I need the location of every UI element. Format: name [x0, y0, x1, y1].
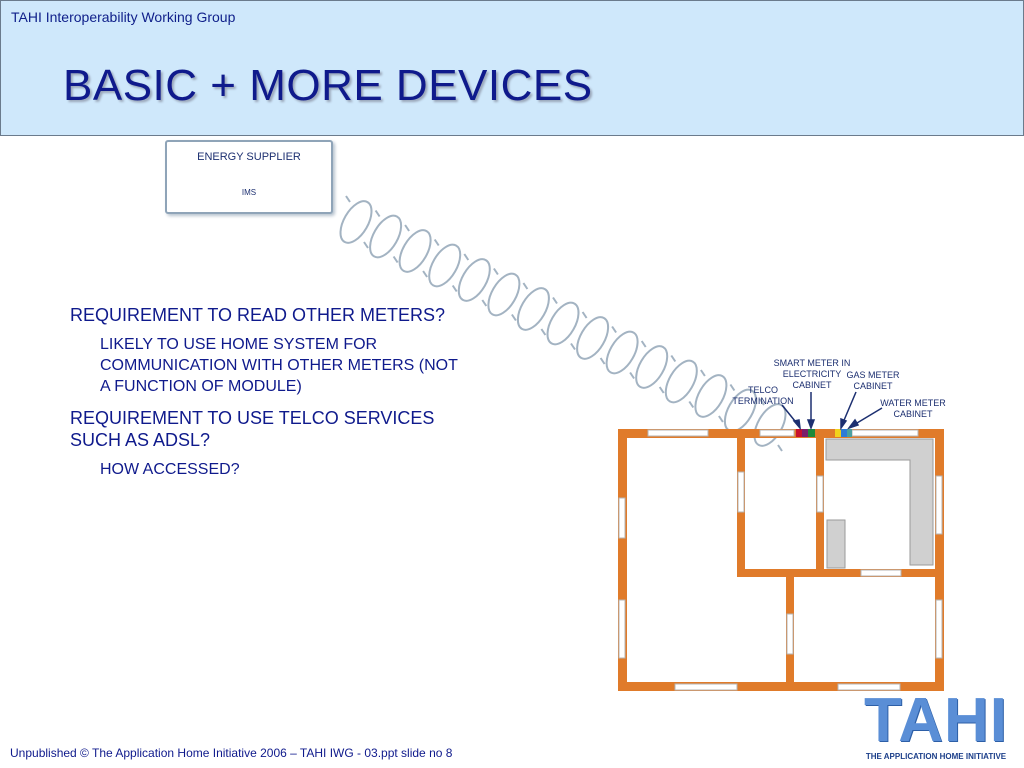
- wave-tick: [670, 354, 695, 409]
- wave-ring: [605, 330, 639, 375]
- telco-block-2: [802, 429, 808, 437]
- wave-ring: [546, 301, 580, 346]
- wave-tick: [374, 209, 399, 264]
- energy-supplier-box: ENERGY SUPPLIER IMS: [165, 140, 333, 214]
- wireless-signal-icon: [339, 195, 787, 452]
- label-telco: TELCO TERMINATION: [732, 385, 794, 406]
- windows: [618, 429, 943, 691]
- wave-ring: [339, 200, 373, 244]
- house-floorplan: [618, 429, 944, 691]
- wave-tick: [759, 398, 783, 452]
- wave-ring: [369, 214, 403, 259]
- logo-tagline: THE APPLICATION HOME INITIATIVE: [865, 752, 1007, 761]
- label-water-meter: WATER METER CABINET: [880, 398, 946, 419]
- wave-ring: [694, 374, 728, 418]
- slide-title: BASIC + MORE DEVICES: [63, 61, 593, 110]
- kitchen-units: [825, 438, 934, 569]
- tahi-logo: TAHI THE APPLICATION HOME INITIATIVE: [856, 686, 1016, 762]
- supplier-name: ENERGY SUPPLIER: [197, 151, 301, 163]
- wave-tick: [433, 238, 458, 293]
- wave-tick: [463, 253, 488, 307]
- water-cabinet-block-2: [847, 429, 852, 437]
- footer-text: Unpublished © The Application Home Initi…: [10, 746, 453, 760]
- electricity-cabinet-block: [808, 429, 815, 437]
- org-name: TAHI Interoperability Working Group: [11, 9, 236, 25]
- wave-ring: [516, 287, 550, 331]
- wave-tick: [493, 267, 517, 322]
- wave-tick: [552, 296, 576, 351]
- pointer-arrows: [781, 391, 883, 431]
- gas-cabinet-block: [835, 429, 841, 437]
- wave-ring: [398, 229, 432, 273]
- label-gas-meter: GAS METER CABINET: [846, 370, 900, 391]
- wave-tick: [522, 282, 547, 336]
- wave-tick: [611, 325, 635, 380]
- bullet-item: LIKELY TO USE HOME SYSTEM FOR COMMUNICAT…: [100, 336, 458, 395]
- meter-blocks: [796, 429, 852, 437]
- water-cabinet-block: [841, 429, 847, 437]
- wave-ring: [664, 359, 698, 404]
- wave-ring: [457, 258, 491, 302]
- wall-bottom: [618, 682, 944, 691]
- logo-wordmark: TAHI: [863, 686, 1009, 755]
- wave-tick: [640, 340, 665, 394]
- wall-left: [618, 429, 627, 691]
- bullet-list: REQUIREMENT TO READ OTHER METERS? LIKELY …: [70, 304, 470, 490]
- wave-tick: [404, 224, 428, 278]
- wave-ring: [428, 243, 462, 288]
- supplier-sub: IMS: [241, 188, 257, 197]
- bullet-item: REQUIREMENT TO USE TELCO SERVICES SUCH A…: [70, 408, 435, 450]
- wave-ring: [576, 316, 610, 360]
- header-band: TAHI Interoperability Working Group BASI…: [0, 0, 1024, 136]
- bullet-item: HOW ACCESSED?: [100, 461, 240, 478]
- wall-right: [935, 429, 944, 691]
- bullet-item: REQUIREMENT TO READ OTHER METERS?: [70, 305, 446, 325]
- wave-tick: [700, 369, 724, 423]
- wave-ring: [635, 345, 669, 389]
- telco-termination-block: [796, 429, 802, 437]
- label-smart-meter: SMART METER IN ELECTRICITY CABINET: [773, 358, 851, 390]
- wall-inner-2: [737, 569, 944, 577]
- wave-tick: [345, 195, 369, 249]
- wave-tick: [581, 311, 606, 365]
- wave-ring: [487, 272, 521, 317]
